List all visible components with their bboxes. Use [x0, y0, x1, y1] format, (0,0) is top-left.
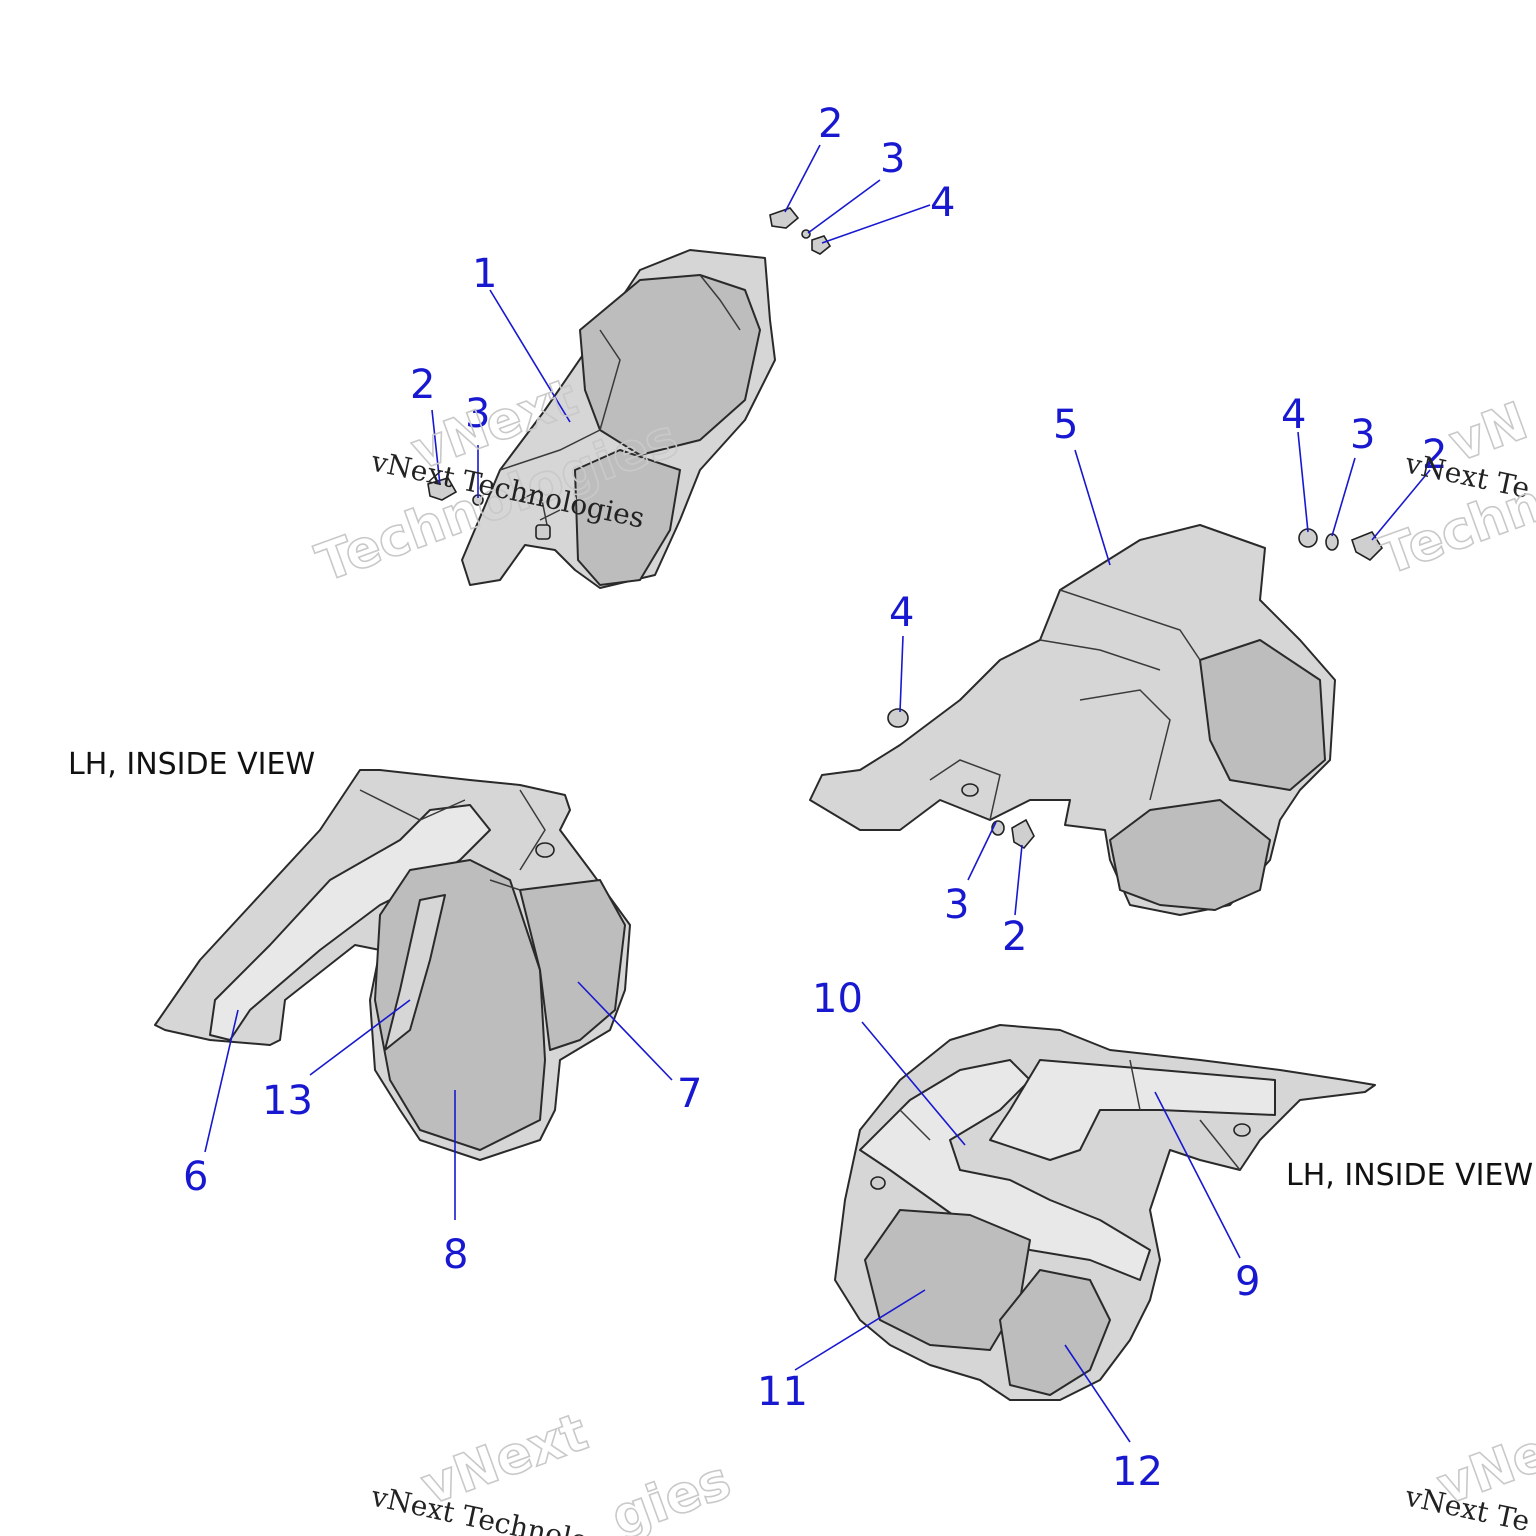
callout-2-right-top: 2 — [1422, 432, 1447, 478]
callout-11: 11 — [757, 1369, 808, 1415]
leader-lines — [204, 144, 1431, 1443]
callout-8: 8 — [443, 1232, 468, 1278]
callout-12: 12 — [1112, 1449, 1163, 1495]
fender-part-1 — [461, 249, 776, 589]
callout-3-right-top: 3 — [1350, 412, 1375, 458]
hardware-group-left — [427, 477, 484, 506]
callout-3-left: 3 — [465, 391, 490, 437]
callout-3-mid: 3 — [944, 882, 969, 928]
callout-4-right-top: 4 — [1281, 392, 1306, 438]
callout-4-mid: 4 — [889, 590, 914, 636]
callout-9: 9 — [1235, 1259, 1260, 1305]
callout-2-mid: 2 — [1002, 914, 1027, 960]
view-label-right: LH, INSIDE VIEW — [1286, 1158, 1533, 1193]
hardware-group-top — [769, 207, 832, 255]
callout-numbers: 1 2 3 4 2 3 5 4 3 2 4 3 2 6 13 7 8 10 9 … — [183, 101, 1447, 1495]
callout-3-top: 3 — [880, 136, 905, 182]
fender-part-9-10-11-12 — [834, 1024, 1376, 1401]
view-label-left: LH, INSIDE VIEW — [68, 747, 315, 782]
callout-2-top: 2 — [818, 101, 843, 147]
callout-10: 10 — [812, 976, 863, 1022]
callout-4-top: 4 — [930, 180, 955, 226]
fender-part-6-7-8-13 — [154, 769, 631, 1161]
callout-13: 13 — [262, 1078, 313, 1124]
callout-2-left: 2 — [410, 362, 435, 408]
watermark-word-3: gies — [604, 1450, 738, 1536]
fender-part-5 — [809, 524, 1336, 916]
callout-6: 6 — [183, 1154, 208, 1200]
callout-7: 7 — [677, 1071, 702, 1117]
callout-5: 5 — [1053, 402, 1078, 448]
callout-1: 1 — [472, 251, 497, 297]
